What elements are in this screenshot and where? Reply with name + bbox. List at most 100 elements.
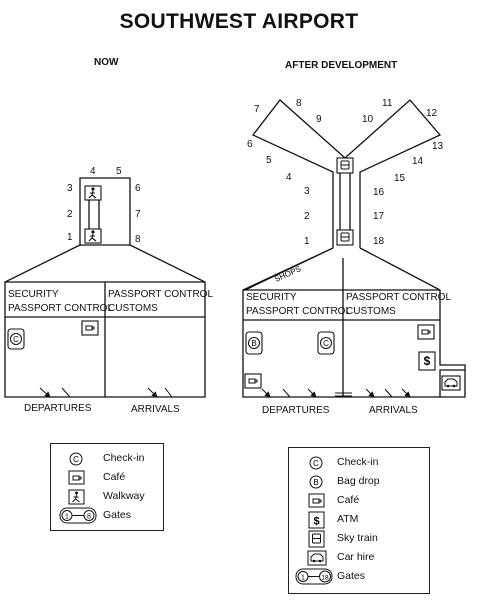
checkin-symbol: C (13, 335, 19, 344)
legend-label: Walkway (103, 490, 145, 502)
svg-text:B: B (313, 478, 318, 487)
after-departures-label: DEPARTURES (262, 405, 330, 416)
legend-label: Café (103, 471, 126, 483)
svg-text:$: $ (313, 516, 319, 528)
checkin-icon: C (69, 452, 83, 466)
gate-number: 6 (135, 183, 141, 194)
after-passport-control-label: PASSPORT CONTROL (246, 306, 352, 317)
sky-train-icon (336, 229, 354, 246)
legend-label: ATM (337, 513, 359, 525)
exit-arrow (61, 387, 71, 398)
checkin-icon: C (7, 328, 25, 350)
now-passport-control-arrivals-label: PASSPORT CONTROL (108, 289, 214, 300)
sky-train-icon (308, 530, 325, 548)
after-terminal-outline (242, 247, 466, 398)
gate-number: 2 (304, 211, 310, 222)
legend-label: Check-in (103, 452, 145, 464)
gate-number: 14 (412, 156, 424, 167)
checkin-icon: C (317, 331, 335, 355)
gate-number: 1 (67, 232, 73, 243)
gate-number: 15 (394, 173, 406, 184)
gate-number: 4 (90, 166, 96, 177)
now-exits (39, 387, 173, 398)
walkway-icon (84, 228, 102, 244)
bag-drop-icon: B (309, 475, 323, 489)
exit-arrow (147, 387, 158, 398)
gate-number: 7 (135, 209, 141, 220)
legend-label: Bag drop (337, 475, 380, 487)
after-pier-outline (251, 99, 442, 248)
after-exits (261, 388, 411, 398)
gate-number: 12 (426, 108, 438, 119)
after-passport-control-arrivals-label: PASSPORT CONTROL (346, 292, 452, 303)
now-heading: NOW (94, 57, 119, 68)
gate-number: 5 (266, 155, 272, 166)
gate-number: 18 (373, 236, 385, 247)
atm-icon: $ (308, 511, 325, 529)
gate-number: 17 (373, 211, 385, 222)
gate-number: 5 (116, 166, 122, 177)
exit-arrow (164, 387, 173, 398)
atm-icon: $ (418, 351, 436, 371)
now-terminal (4, 177, 206, 398)
gate-number: 9 (316, 114, 322, 125)
svg-text:8: 8 (87, 514, 91, 521)
svg-text:1: 1 (65, 514, 69, 521)
svg-text:18: 18 (321, 575, 329, 582)
car-hire-icon (441, 375, 461, 391)
now-arrivals-label: ARRIVALS (131, 404, 180, 415)
atm-symbol: $ (424, 354, 431, 368)
after-security-label: SECURITY (246, 292, 297, 303)
checkin-icon: C (309, 456, 323, 470)
bag-drop-icon: B (245, 331, 263, 355)
now-security-label: SECURITY (8, 289, 59, 300)
exit-arrow (282, 388, 291, 398)
gate-number: 3 (67, 183, 73, 194)
gate-number: 8 (296, 98, 302, 109)
gate-number: 16 (373, 187, 385, 198)
legend-label: Check-in (337, 456, 379, 468)
svg-text:C: C (313, 459, 319, 468)
gate-number: 4 (286, 172, 292, 183)
exit-arrow (365, 388, 375, 398)
exit-arrow (384, 388, 393, 398)
legend-label: Car hire (337, 551, 375, 563)
legend-label: Sky train (337, 532, 378, 544)
now-customs-label: CUSTOMS (108, 303, 158, 314)
exit-arrow (39, 387, 51, 398)
gate-number: 2 (67, 209, 73, 220)
cafe-icon (308, 493, 325, 508)
gate-number: 3 (304, 186, 310, 197)
exit-arrow (307, 388, 317, 398)
exit-arrow (261, 388, 271, 398)
gate-number: 7 (254, 104, 260, 115)
svg-text:C: C (73, 455, 79, 464)
walkway-icon (84, 185, 102, 201)
gate-number: 11 (382, 98, 393, 109)
gate-number: 1 (304, 236, 310, 247)
gate-number: 10 (362, 114, 374, 125)
exit-arrow (401, 388, 411, 398)
cafe-icon (81, 320, 99, 336)
gate-number: 8 (135, 234, 141, 245)
legend-label: Café (337, 494, 360, 506)
bagdrop-symbol: B (251, 339, 256, 348)
gate-number: 13 (432, 141, 444, 152)
gate-number: 6 (247, 139, 253, 150)
car-hire-icon (307, 550, 327, 566)
walkway-icon (68, 489, 85, 505)
now-departures-label: DEPARTURES (24, 403, 92, 414)
now-passport-control-label: PASSPORT CONTROL (8, 303, 114, 314)
legend-label: Gates (337, 570, 366, 582)
cafe-icon (417, 324, 435, 340)
after-customs-label: CUSTOMS (346, 306, 396, 317)
cafe-icon (68, 470, 85, 485)
legend-label: Gates (103, 509, 132, 521)
after-arrivals-label: ARRIVALS (369, 405, 418, 416)
cafe-icon (244, 373, 262, 389)
